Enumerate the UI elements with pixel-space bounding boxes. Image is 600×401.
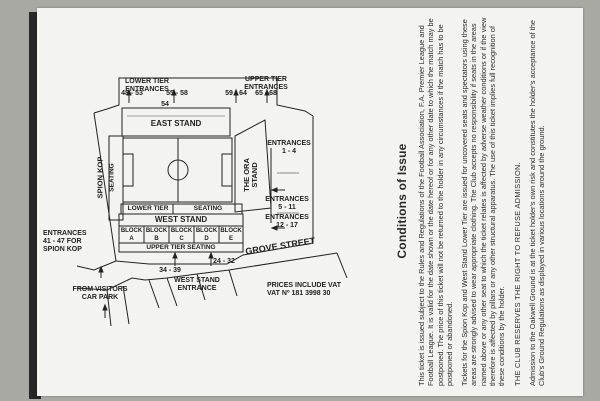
gate-48-53-label: 48 - 53 xyxy=(121,90,143,97)
conditions-title: Conditions of Issue xyxy=(395,143,409,259)
entrances-1-4-label: ENTRANCES 1 - 4 xyxy=(267,140,311,155)
gate-59-64-label: 59 - 64 xyxy=(225,90,247,97)
ticket-back: LOWER TIER ENTRANCES UPPER TIER ENTRANCE… xyxy=(37,8,583,396)
west-stand-entrance-label: WEST STAND ENTRANCE xyxy=(174,277,220,292)
lower-tier-label: LOWER TIER xyxy=(127,205,169,212)
lower-tier-entrances-label: LOWER TIER ENTRANCES xyxy=(125,78,169,93)
entrances-12-17-label: ENTRANCES 12 - 17 xyxy=(265,214,309,229)
gate-65-68-label: 65 - 68 xyxy=(255,90,277,97)
prices-vat-note: PRICES INCLUDE VAT VAT Nº 181 3998 30 xyxy=(267,282,342,297)
conditions-of-issue: Conditions of Issue This ticket is issue… xyxy=(395,16,600,386)
gate-54-label: 54 xyxy=(161,101,169,108)
seating-label: SEATING xyxy=(193,205,223,212)
ora-stand-label: THE ORA STAND xyxy=(242,158,259,192)
visitors-car-park-label: FROM VISITORS CAR PARK xyxy=(72,286,128,301)
conditions-paragraph-3: THE CLUB RESERVES THE RIGHT TO REFUSE AD… xyxy=(512,162,522,386)
gate-24-32-label: 24 - 32 xyxy=(213,258,235,265)
entrances-5-11-label: ENTRANCES 5 - 11 xyxy=(265,196,309,211)
west-stand-label: WEST STAND xyxy=(154,215,208,224)
spion-kop-seating-label: SEATING xyxy=(108,163,116,192)
conditions-paragraph-4: Admission to the Oakwell Ground is at th… xyxy=(527,20,547,386)
gate-34-39-label: 34 - 39 xyxy=(159,267,181,274)
spion-kop-label: SPION KOP xyxy=(95,156,105,199)
ground-plan-drawing xyxy=(76,77,348,327)
conditions-paragraph-2: Tickets for the Spion Kop and West Stand… xyxy=(460,17,507,386)
ground-plan: LOWER TIER ENTRANCES UPPER TIER ENTRANCE… xyxy=(37,8,383,396)
upper-tier-entrances-label: UPPER TIER ENTRANCES xyxy=(244,76,288,91)
upper-tier-seating-label: UPPER TIER SEATING xyxy=(146,244,216,251)
entrances-41-47-label: ENTRANCES 41 - 47 FOR SPION KOP xyxy=(43,230,87,253)
conditions-paragraph-1: This ticket is issued subject to the Rul… xyxy=(417,18,454,386)
gate-55-58-label: 55 - 58 xyxy=(166,90,188,97)
east-stand-label: EAST STAND xyxy=(150,119,202,128)
